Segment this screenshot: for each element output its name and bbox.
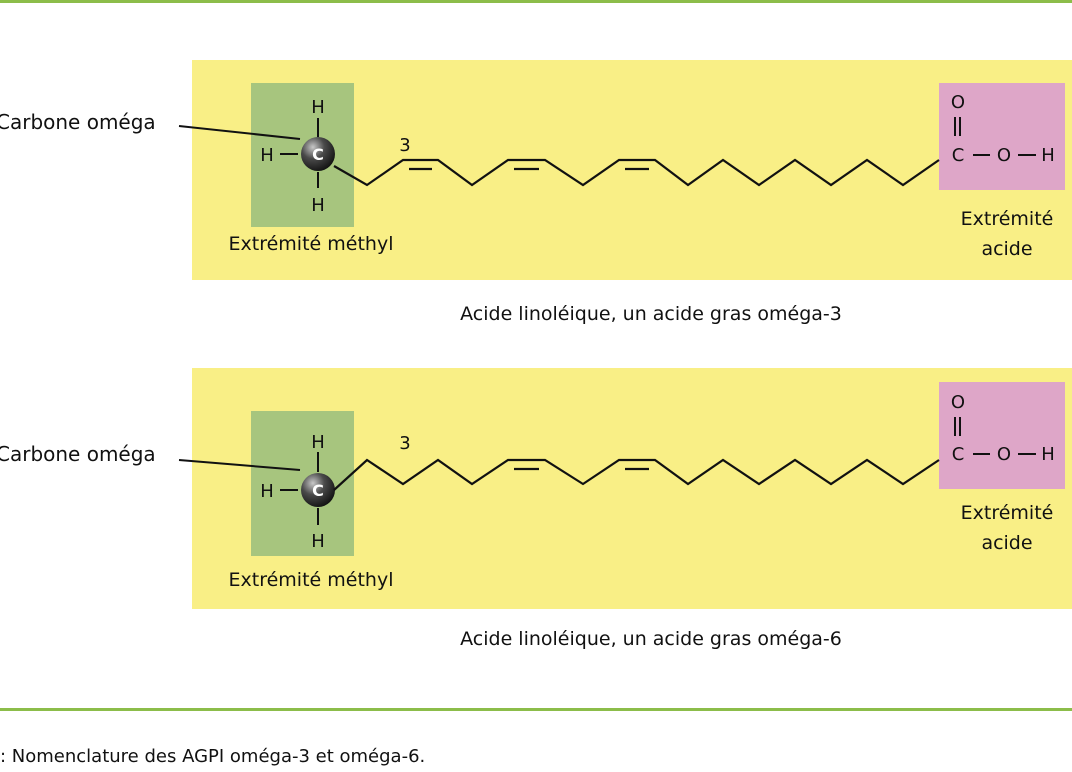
omega3-chain-backbone <box>333 158 940 187</box>
omega6-carbon-atom <box>301 473 335 507</box>
omega3-hydrogen-top: H <box>311 97 325 118</box>
omega3-acid-box <box>939 83 1065 190</box>
omega6-carboxyl-oxygen-top: O <box>951 392 965 413</box>
omega3-methyl-end-label: Extrémité méthyl <box>229 233 394 255</box>
omega3-position-number: 3 <box>399 135 410 156</box>
omega6-carboxyl-carbon: C <box>952 444 965 465</box>
omega6-omega-pointer-line <box>178 459 301 471</box>
omega6-carbon-chain <box>333 458 940 491</box>
omega3-omega-carbon-label: Carbone oméga <box>0 110 156 134</box>
omega6-carboxyl-hydrogen: H <box>1041 444 1055 465</box>
figure-caption: : Nomenclature des AGPI oméga-3 et oméga… <box>0 746 426 767</box>
omega6-carbon-symbol: C <box>312 481 324 500</box>
omega6-omega-carbon-label: Carbone oméga <box>0 442 156 466</box>
omega3-omega-pointer-line <box>178 125 301 140</box>
omega3-panel: Carbone oméga H H H C 3 O C O H Extrémit… <box>0 60 1072 280</box>
omega3-panel-title: Acide linoléique, un acide gras oméga-3 <box>460 303 842 325</box>
omega3-carbon-atom <box>301 137 335 171</box>
omega6-panel-title: Acide linoléique, un acide gras oméga-6 <box>460 628 842 650</box>
omega3-carboxyl-hydrogen: H <box>1041 145 1055 166</box>
omega6-hydrogen-bottom: H <box>311 531 325 552</box>
omega6-methyl-end-label: Extrémité méthyl <box>229 569 394 591</box>
omega3-carbon-chain <box>333 158 940 187</box>
omega6-acid-end-label-line2: acide <box>981 532 1032 554</box>
omega3-carboxyl-oxygen-top: O <box>951 92 965 113</box>
omega6-position-number: 3 <box>399 433 410 454</box>
omega3-acid-end-label-line1: Extrémité <box>961 208 1054 230</box>
omega3-hydrogen-left: H <box>260 145 274 166</box>
omega3-carboxyl-carbon: C <box>952 145 965 166</box>
omega6-hydrogen-top: H <box>311 432 325 453</box>
omega6-hydrogen-left: H <box>260 481 274 502</box>
omega3-carbon-symbol: C <box>312 145 324 164</box>
omega6-carboxyl-oxygen: O <box>997 444 1011 465</box>
top-rule <box>0 0 1072 3</box>
omega6-panel: Carbone oméga H H H C 3 O C O H Extrémit… <box>0 368 1072 609</box>
omega6-chain-backbone <box>333 458 940 491</box>
omega3-hydrogen-bottom: H <box>311 195 325 216</box>
omega3-carboxyl-oxygen: O <box>997 145 1011 166</box>
omega3-acid-end-label-line2: acide <box>981 238 1032 260</box>
fatty-acid-diagram: Carbone oméga H H H C 3 O C O H Extrémit… <box>0 60 1072 650</box>
bottom-rule <box>0 708 1072 711</box>
omega6-acid-end-label-line1: Extrémité <box>961 502 1054 524</box>
